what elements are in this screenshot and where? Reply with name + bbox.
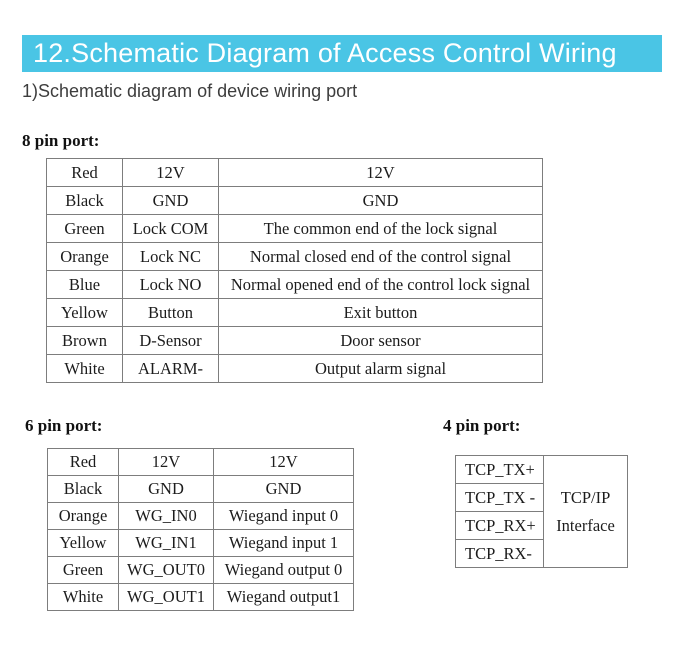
wire-color-cell: Orange xyxy=(47,502,119,530)
table-row: Yellow WG_IN1 Wiegand input 1 xyxy=(47,529,354,557)
interface-label-line2: Interface xyxy=(556,515,615,535)
description-cell: Wiegand input 0 xyxy=(213,502,354,530)
section-title: 12.Schematic Diagram of Access Control W… xyxy=(33,38,617,68)
description-cell: GND xyxy=(218,186,543,215)
wire-color-cell: Black xyxy=(47,475,119,503)
table-row: TCP_TX - xyxy=(455,483,628,512)
signal-cell: WG_IN0 xyxy=(118,502,214,530)
signal-cell: WG_IN1 xyxy=(118,529,214,557)
pin8-label: 8 pin port: xyxy=(22,131,100,150)
pin4-label: 4 pin port: xyxy=(443,416,521,435)
description-cell: Normal opened end of the control lock si… xyxy=(218,270,543,299)
wire-color-cell: White xyxy=(47,583,119,611)
table-row: Red 12V 12V xyxy=(47,448,354,476)
table-row: Blue Lock NO Normal opened end of the co… xyxy=(46,270,543,299)
wire-color-cell: Brown xyxy=(46,326,123,355)
table-row: TCP_RX- xyxy=(455,539,628,568)
description-cell: The common end of the lock signal xyxy=(218,214,543,243)
interface-label-line1: TCP/IP xyxy=(560,487,611,507)
description-cell: GND xyxy=(213,475,354,503)
wire-color-cell: Black xyxy=(46,186,123,215)
tcp-interface-cell: TCP/IP Interface xyxy=(543,455,628,568)
subtitle: 1)Schematic diagram of device wiring por… xyxy=(22,81,358,101)
wire-color-cell: Orange xyxy=(46,242,123,271)
wire-color-cell: Green xyxy=(46,214,123,243)
signal-cell: Lock COM xyxy=(122,214,219,243)
signal-cell: Lock NC xyxy=(122,242,219,271)
description-cell: 12V xyxy=(213,448,354,476)
tcp-pin-cell: TCP_RX+ xyxy=(455,511,544,540)
signal-cell: WG_OUT1 xyxy=(118,583,214,611)
table-row: Red 12V 12V xyxy=(46,158,543,187)
table-row: Orange Lock NC Normal closed end of the … xyxy=(46,242,543,271)
description-cell: Wiegand output 0 xyxy=(213,556,354,584)
table-row: Black GND GND xyxy=(46,186,543,215)
description-cell: 12V xyxy=(218,158,543,187)
description-cell: Wiegand input 1 xyxy=(213,529,354,557)
signal-cell: D-Sensor xyxy=(122,326,219,355)
description-cell: Wiegand output1 xyxy=(213,583,354,611)
pin6-label: 6 pin port: xyxy=(25,416,103,435)
table-row: Black GND GND xyxy=(47,475,354,503)
description-cell: Output alarm signal xyxy=(218,354,543,383)
tcp-pin-cell: TCP_TX+ xyxy=(455,455,544,484)
wire-color-cell: Red xyxy=(47,448,119,476)
table-row: Yellow Button Exit button xyxy=(46,298,543,327)
signal-cell: 12V xyxy=(118,448,214,476)
signal-cell: Button xyxy=(122,298,219,327)
description-cell: Normal closed end of the control signal xyxy=(218,242,543,271)
signal-cell: GND xyxy=(122,186,219,215)
pin8-table: Red 12V 12V Black GND GND Green Lock COM… xyxy=(46,158,543,383)
tcp-pin-cell: TCP_TX - xyxy=(455,483,544,512)
table-row: White WG_OUT1 Wiegand output1 xyxy=(47,583,354,611)
wire-color-cell: White xyxy=(46,354,123,383)
signal-cell: WG_OUT0 xyxy=(118,556,214,584)
wire-color-cell: Yellow xyxy=(46,298,123,327)
tcp-pin-cell: TCP_RX- xyxy=(455,539,544,568)
wire-color-cell: Blue xyxy=(46,270,123,299)
wire-color-cell: Yellow xyxy=(47,529,119,557)
signal-cell: ALARM- xyxy=(122,354,219,383)
table-row: Green Lock COM The common end of the loc… xyxy=(46,214,543,243)
wire-color-cell: Red xyxy=(46,158,123,187)
description-cell: Exit button xyxy=(218,298,543,327)
table-row: TCP_RX+ xyxy=(455,511,628,540)
table-row: White ALARM- Output alarm signal xyxy=(46,354,543,383)
table-row: TCP_TX+ TCP/IP Interface xyxy=(455,455,628,568)
signal-cell: 12V xyxy=(122,158,219,187)
pin6-table: Red 12V 12V Black GND GND Orange WG_IN0 … xyxy=(47,448,354,611)
table-row: Brown D-Sensor Door sensor xyxy=(46,326,543,355)
signal-cell: Lock NO xyxy=(122,270,219,299)
description-cell: Door sensor xyxy=(218,326,543,355)
section-title-bar: 12.Schematic Diagram of Access Control W… xyxy=(22,35,662,72)
table-row: Green WG_OUT0 Wiegand output 0 xyxy=(47,556,354,584)
table-row: Orange WG_IN0 Wiegand input 0 xyxy=(47,502,354,530)
pin4-table: TCP_TX+ TCP/IP Interface TCP_TX - TCP_RX… xyxy=(455,455,628,568)
signal-cell: GND xyxy=(118,475,214,503)
wire-color-cell: Green xyxy=(47,556,119,584)
